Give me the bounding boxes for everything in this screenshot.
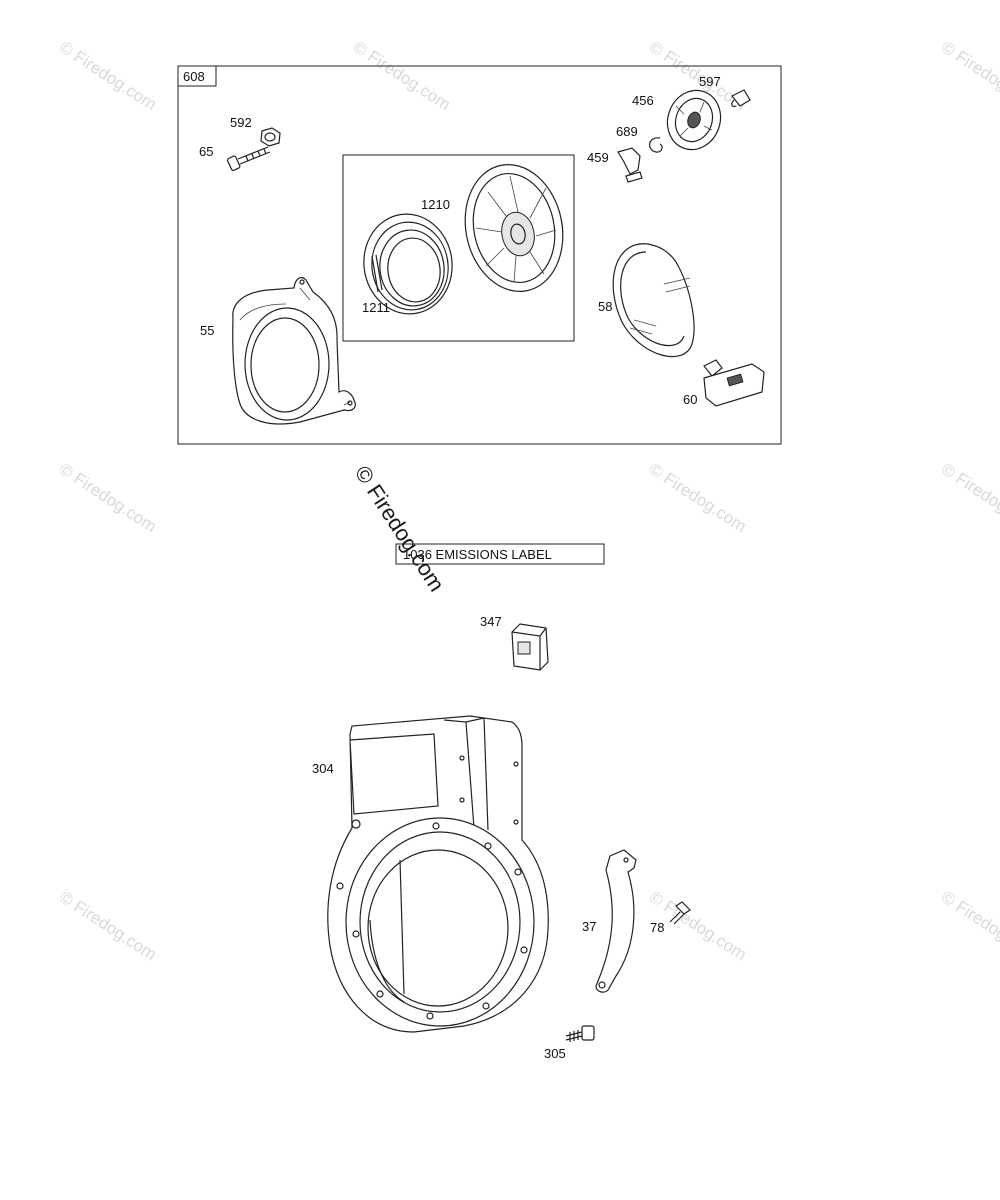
frame-label-box <box>177 65 217 87</box>
screw-part <box>226 146 271 171</box>
nut-part <box>260 127 281 147</box>
label-592: 592 <box>230 115 252 130</box>
watermark: © Firedog.com <box>938 459 1000 536</box>
bracket-part <box>595 849 637 993</box>
pulley-part <box>464 164 564 292</box>
pulley-subframe <box>342 154 575 342</box>
label-304: 304 <box>312 761 334 776</box>
watermark: © Firedog.com <box>56 887 160 964</box>
label-1211: 1211 <box>362 300 390 315</box>
handle-part <box>703 359 765 407</box>
cap-part <box>666 89 722 151</box>
label-65: 65 <box>199 144 213 159</box>
block-part <box>511 623 549 671</box>
watermark: © Firedog.com <box>938 887 1000 964</box>
watermark: © Firedog.com <box>646 459 750 536</box>
blower-housing-part <box>327 715 549 1033</box>
recoil-spring-part <box>363 213 453 315</box>
label-689: 689 <box>616 124 638 139</box>
assembly-frame <box>177 65 782 445</box>
emissions-label: 1036 EMISSIONS LABEL <box>403 547 552 562</box>
label-347: 347 <box>480 614 502 629</box>
label-459: 459 <box>587 150 609 165</box>
frame-label: 608 <box>183 69 205 84</box>
label-456: 456 <box>632 93 654 108</box>
label-1210: 1210 <box>421 197 450 212</box>
screw-78-part <box>669 901 691 925</box>
watermark: © Firedog.com <box>56 37 160 114</box>
watermark-main: © Firedog.com <box>350 461 450 596</box>
rope-part <box>612 243 695 358</box>
label-58: 58 <box>598 299 612 314</box>
label-55: 55 <box>200 323 214 338</box>
watermark: © Firedog.com <box>56 459 160 536</box>
clip-part <box>649 137 663 153</box>
starter-housing-part <box>232 276 356 425</box>
label-37: 37 <box>582 919 596 934</box>
label-78: 78 <box>650 920 664 935</box>
screw-305-part <box>565 1025 595 1042</box>
pin-part <box>731 89 751 108</box>
emissions-label-box <box>395 543 605 565</box>
dog-part <box>617 147 643 183</box>
label-60: 60 <box>683 392 697 407</box>
label-305: 305 <box>544 1046 566 1061</box>
label-597: 597 <box>699 74 721 89</box>
watermark: © Firedog.com <box>350 37 454 114</box>
watermark: © Firedog.com <box>938 37 1000 114</box>
